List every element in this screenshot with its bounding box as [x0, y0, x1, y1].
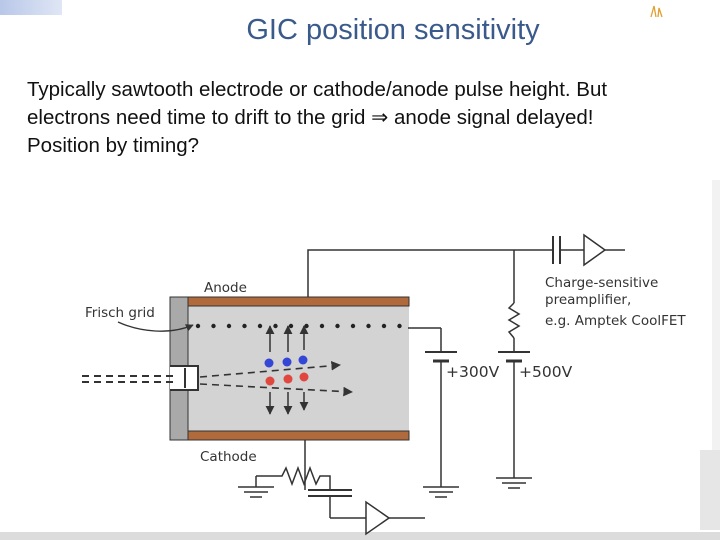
- anode-voltage-label: +300V: [446, 363, 500, 381]
- ion: [283, 374, 293, 384]
- grid-wire-dot: [226, 323, 232, 329]
- ground-icon: [423, 486, 459, 498]
- body-line-2-start: electrons need time to drift to the grid: [27, 106, 372, 129]
- grid-wire-dot: [350, 323, 356, 329]
- ion: [299, 372, 309, 382]
- ground-icon: [238, 486, 274, 498]
- bias-resistor: [507, 302, 521, 339]
- cathode-resistor: [256, 465, 331, 490]
- capacitor-icon: [308, 489, 352, 497]
- incoming-beam: [82, 360, 353, 397]
- implies-arrow: ⇒: [371, 106, 389, 129]
- electron: [282, 357, 292, 367]
- body-line-2: electrons need time to drift to the grid…: [27, 104, 707, 132]
- cathode-label: Cathode: [200, 449, 257, 465]
- page-title: GIC position sensitivity: [246, 14, 540, 46]
- ion: [265, 376, 275, 386]
- grid-wire-dot: [257, 323, 263, 329]
- grid-wire-dot: [273, 323, 278, 329]
- frisch-grid-label: Frisch grid: [85, 305, 155, 321]
- grid-wire-dot: [211, 323, 216, 329]
- drift-charges: [264, 325, 309, 415]
- capacitor-icon: [552, 236, 561, 264]
- anode-label: Anode: [204, 280, 247, 296]
- anode-plate: [187, 296, 410, 307]
- electron: [264, 358, 274, 368]
- preamp-label-3: e.g. Amptek CoolFET: [545, 313, 686, 329]
- grid-wire-dot: [319, 323, 325, 329]
- body-line-3: Position by timing?: [27, 134, 200, 157]
- side-panel: [700, 450, 720, 530]
- grid-wire-dot: [195, 323, 201, 329]
- battery-icon: [498, 351, 530, 363]
- corner-tab: [0, 0, 62, 15]
- institution-logo-icon: [650, 5, 663, 18]
- grid-wire-dot: [335, 323, 340, 329]
- preamp-label-2: preamplifier,: [545, 292, 631, 308]
- bottom-rule: [0, 532, 720, 540]
- circuit-wiring: [255, 249, 625, 519]
- frisch-grid-pointer: [117, 321, 194, 332]
- body-line-1: Typically sawtooth electrode or cathode/…: [27, 78, 608, 101]
- ground-icon: [496, 477, 532, 489]
- preamp-label-1: Charge-sensitive: [545, 275, 658, 291]
- grid-wire-dot: [242, 323, 247, 329]
- grid-wire-dot: [397, 323, 402, 329]
- anode-signal-wire: [307, 249, 553, 297]
- side-bar: [712, 180, 720, 500]
- amplifier-icon: [583, 233, 607, 267]
- amplifier-icon: [365, 500, 391, 536]
- body-text: Typically sawtooth electrode or cathode/…: [27, 76, 707, 160]
- ionization-chamber: [169, 296, 410, 441]
- grid-wire-dot: [366, 323, 371, 329]
- grid-wire-dot: [304, 323, 309, 329]
- battery-icon: [425, 351, 457, 363]
- electron: [298, 355, 308, 365]
- body-line-2-end: anode signal delayed!: [388, 106, 594, 129]
- grid-wire-dot: [381, 323, 387, 329]
- cathode-plate: [187, 430, 410, 441]
- grid-wire-dot: [288, 323, 294, 329]
- preamp-voltage-label: +500V: [519, 363, 573, 381]
